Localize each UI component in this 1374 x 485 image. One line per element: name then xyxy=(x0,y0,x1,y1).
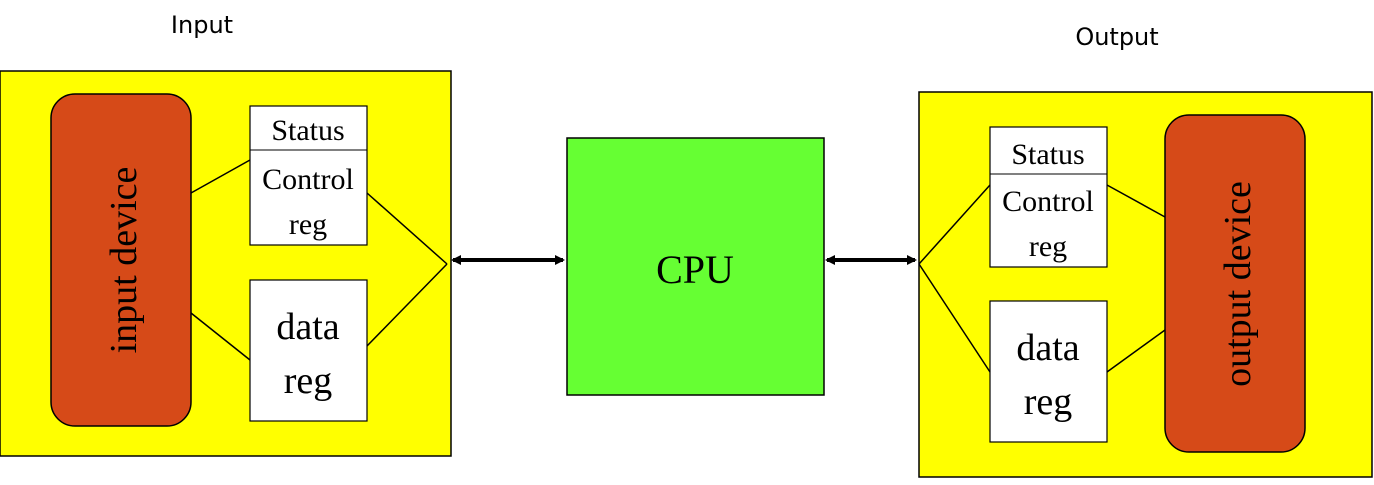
output-heading: Output xyxy=(1075,23,1158,51)
input-data-register xyxy=(249,279,368,422)
input-control-reg-label: reg xyxy=(289,208,327,241)
input-status-control-register xyxy=(249,105,368,246)
output-data-register xyxy=(989,300,1108,443)
output-control-reg-label: reg xyxy=(1029,230,1067,263)
input-control-label: Control xyxy=(262,163,354,196)
output-bus-to-control-line xyxy=(918,184,991,265)
output-bus-to-data-line xyxy=(918,263,991,373)
input-heading: Input xyxy=(171,11,233,39)
input-device-to-data-line xyxy=(190,312,251,361)
output-device-box xyxy=(1164,114,1306,453)
cpu-box xyxy=(566,137,825,396)
input-device-box xyxy=(50,93,192,427)
input-data-to-bus-line xyxy=(366,263,448,347)
input-device-label: input device xyxy=(103,167,145,354)
output-data-reg-label: reg xyxy=(1024,381,1073,423)
output-device-label: output device xyxy=(1217,181,1259,387)
input-data-reg-label: reg xyxy=(284,360,333,402)
input-device-to-control-line xyxy=(190,159,251,194)
output-status-label: Status xyxy=(1011,138,1084,171)
output-control-to-device-line xyxy=(1106,184,1166,218)
input-data-label: data xyxy=(276,306,339,348)
input-status-label: Status xyxy=(271,114,344,147)
output-status-control-register xyxy=(989,126,1108,268)
output-data-label: data xyxy=(1016,327,1079,369)
output-control-label: Control xyxy=(1002,185,1094,218)
output-data-to-device-line xyxy=(1106,329,1166,373)
input-control-to-bus-line xyxy=(366,192,448,265)
cpu-label: CPU xyxy=(656,247,734,292)
